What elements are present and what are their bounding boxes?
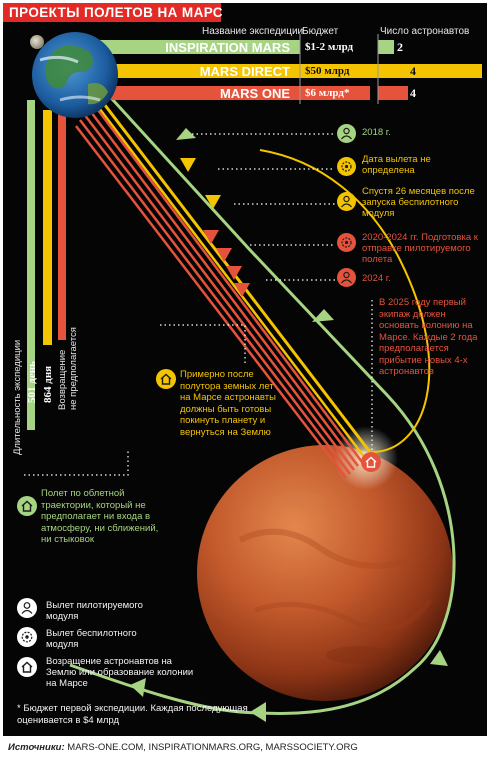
flyby-arrow bbox=[176, 128, 196, 140]
mars-surface-detail bbox=[238, 528, 411, 569]
duration-mars-one-line2: не предполагается bbox=[68, 327, 79, 410]
sources-line: Источники: MARS-ONE.COM, INSPIRATIONMARS… bbox=[8, 742, 358, 753]
event-2020-2024: 2020-2024 гг. Подготовка к отправке пило… bbox=[362, 232, 478, 265]
flyby-arrow bbox=[430, 650, 448, 666]
page-title: ПРОЕКТЫ ПОЛЕТОВ НА МАРС bbox=[9, 5, 223, 20]
mars-one-arrow bbox=[234, 283, 250, 297]
direct-bar bbox=[100, 64, 482, 78]
duration-inspiration: 501 день bbox=[26, 361, 38, 403]
home-icon bbox=[156, 369, 176, 389]
mars-one-arrow bbox=[226, 266, 242, 280]
mission-name-mars-one: MARS ONE bbox=[219, 86, 290, 101]
home-icon bbox=[17, 496, 37, 516]
mars-planet bbox=[197, 445, 453, 701]
direct-arrow bbox=[180, 158, 196, 172]
astronauts-direct: 4 bbox=[410, 64, 416, 78]
mission-name-inspiration: INSPIRATION MARS bbox=[165, 40, 290, 55]
column-header-name: Название экспедиции bbox=[202, 26, 304, 37]
flyby-note: Полет по облетной траектории, который не… bbox=[41, 488, 159, 545]
mars-surface-detail bbox=[274, 492, 326, 508]
piloted-launch-icon bbox=[337, 192, 356, 211]
column-header-budget: Бюджет bbox=[302, 26, 339, 37]
legend-home: Возращение астронавтов на Землю или обра… bbox=[46, 656, 194, 689]
moon bbox=[30, 35, 44, 49]
connector-return bbox=[160, 324, 246, 365]
flyby-arrow bbox=[250, 702, 266, 722]
astronauts-mars-one: 4 bbox=[410, 86, 416, 100]
footnote: * Бюджет первой экспедиции. Каждая после… bbox=[17, 703, 248, 726]
connector-flyby bbox=[24, 450, 129, 476]
direct-arrow bbox=[205, 195, 221, 209]
budget-mars-one: $6 млрд* bbox=[305, 87, 350, 99]
mission-name-direct: MARS DIRECT bbox=[199, 64, 290, 79]
unmanned-launch-icon bbox=[337, 233, 356, 252]
mars-one-arrow bbox=[216, 248, 232, 262]
return-note: Примерно после полутора земных лет на Ма… bbox=[180, 369, 276, 438]
duration-axis-label: Длительность экспедиции bbox=[12, 339, 23, 455]
inspiration-duration-bar bbox=[27, 100, 35, 430]
legend-piloted: Вылет пилотируемого модуля bbox=[46, 600, 143, 622]
event-26-months: Спустя 26 месяцев после запуска беспилот… bbox=[362, 186, 475, 219]
sources-label: Источники: bbox=[8, 742, 65, 753]
event-2018: 2018 г. bbox=[362, 127, 391, 138]
duration-direct: 864 дня bbox=[42, 365, 54, 403]
colony-note: В 2025 году первый экипаж должен основат… bbox=[379, 297, 478, 377]
event-2024: 2024 г. bbox=[362, 273, 391, 284]
legend-unmanned: Вылет беспилотного модуля bbox=[46, 628, 137, 650]
home-icon bbox=[361, 452, 381, 472]
mars-direct-outbound-path bbox=[95, 103, 366, 459]
piloted-launch-icon bbox=[17, 598, 37, 618]
mars-surface-detail bbox=[254, 598, 433, 632]
astronauts-inspiration: 2 bbox=[397, 40, 403, 54]
inspiration-bar bbox=[100, 40, 300, 54]
flyby-arrow bbox=[312, 309, 334, 322]
mars-one-path bbox=[79, 119, 351, 475]
mars-one-arrow bbox=[203, 230, 219, 244]
mars-one-path bbox=[75, 125, 347, 479]
title-bar: ПРОЕКТЫ ПОЛЕТОВ НА МАРС bbox=[3, 3, 223, 22]
earth-cloud bbox=[59, 95, 101, 102]
flyby-arrow bbox=[130, 678, 146, 697]
sources-text: MARS-ONE.COM, INSPIRATIONMARS.ORG, MARSS… bbox=[67, 742, 358, 753]
mars-surface-detail bbox=[326, 646, 394, 664]
mars-direct-return-path bbox=[259, 149, 431, 453]
duration-mars-one-line1: Возвращение bbox=[57, 349, 68, 410]
home-icon bbox=[17, 657, 37, 677]
piloted-launch-icon bbox=[337, 268, 356, 287]
mars-one-bar bbox=[100, 86, 370, 100]
budget-direct: $50 млрд bbox=[305, 65, 350, 77]
mars-one-path bbox=[91, 101, 363, 463]
piloted-launch-icon bbox=[337, 124, 356, 143]
event-launch-tbd: Дата вылета не определена bbox=[362, 154, 431, 176]
earth-planet bbox=[32, 32, 118, 118]
column-header-astronauts: Число астронавтов bbox=[380, 26, 470, 37]
unmanned-launch-icon bbox=[17, 627, 37, 647]
inspiration-flyby-path bbox=[69, 86, 456, 715]
earth-cloud bbox=[39, 55, 79, 64]
mars-one-duration-bar bbox=[58, 105, 66, 340]
mars-one-path bbox=[83, 113, 355, 471]
direct-duration-bar bbox=[43, 110, 52, 345]
unmanned-launch-icon bbox=[337, 157, 356, 176]
mars-one-bar-astronauts bbox=[378, 86, 408, 100]
mars-one-path bbox=[87, 107, 359, 467]
inspiration-bar-astronauts bbox=[378, 40, 394, 54]
budget-inspiration: $1-2 млрд bbox=[305, 41, 354, 53]
